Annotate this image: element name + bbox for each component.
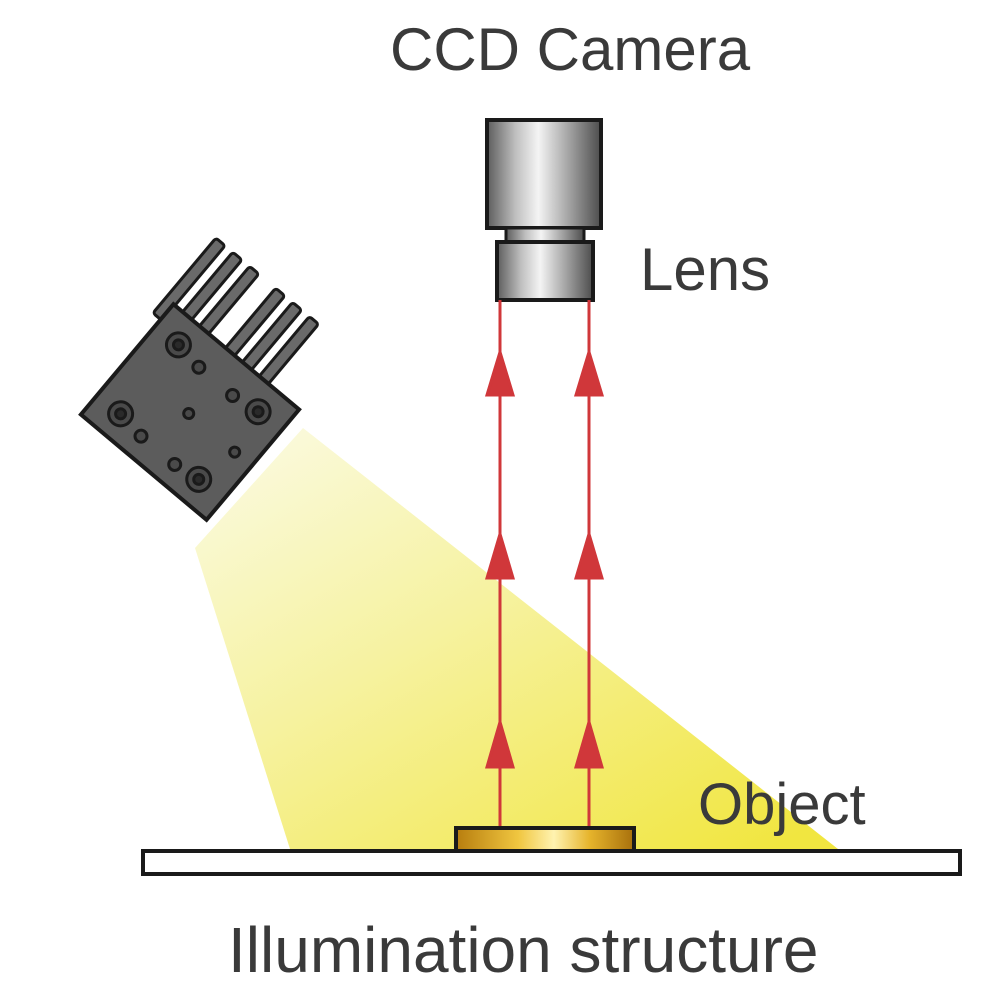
ray-arrow	[485, 716, 515, 769]
lens-icon	[495, 240, 595, 302]
light-rays	[484, 300, 605, 827]
light-beam	[195, 428, 838, 849]
object-sample	[454, 826, 636, 853]
ray-arrow	[573, 346, 605, 397]
lens-label: Lens	[640, 236, 771, 303]
ray-arrow	[574, 716, 604, 769]
ray-arrow	[484, 346, 516, 397]
ccd-camera-icon	[485, 118, 603, 230]
led-light-source-icon	[78, 237, 319, 523]
diagram-caption: Illumination structure	[228, 914, 819, 986]
stage-platform	[141, 849, 962, 876]
lens-mount	[504, 226, 586, 244]
object-label: Object	[698, 772, 866, 837]
ray-arrow	[573, 528, 605, 580]
camera-label: CCD Camera	[390, 16, 751, 83]
ray-arrow	[484, 528, 516, 580]
